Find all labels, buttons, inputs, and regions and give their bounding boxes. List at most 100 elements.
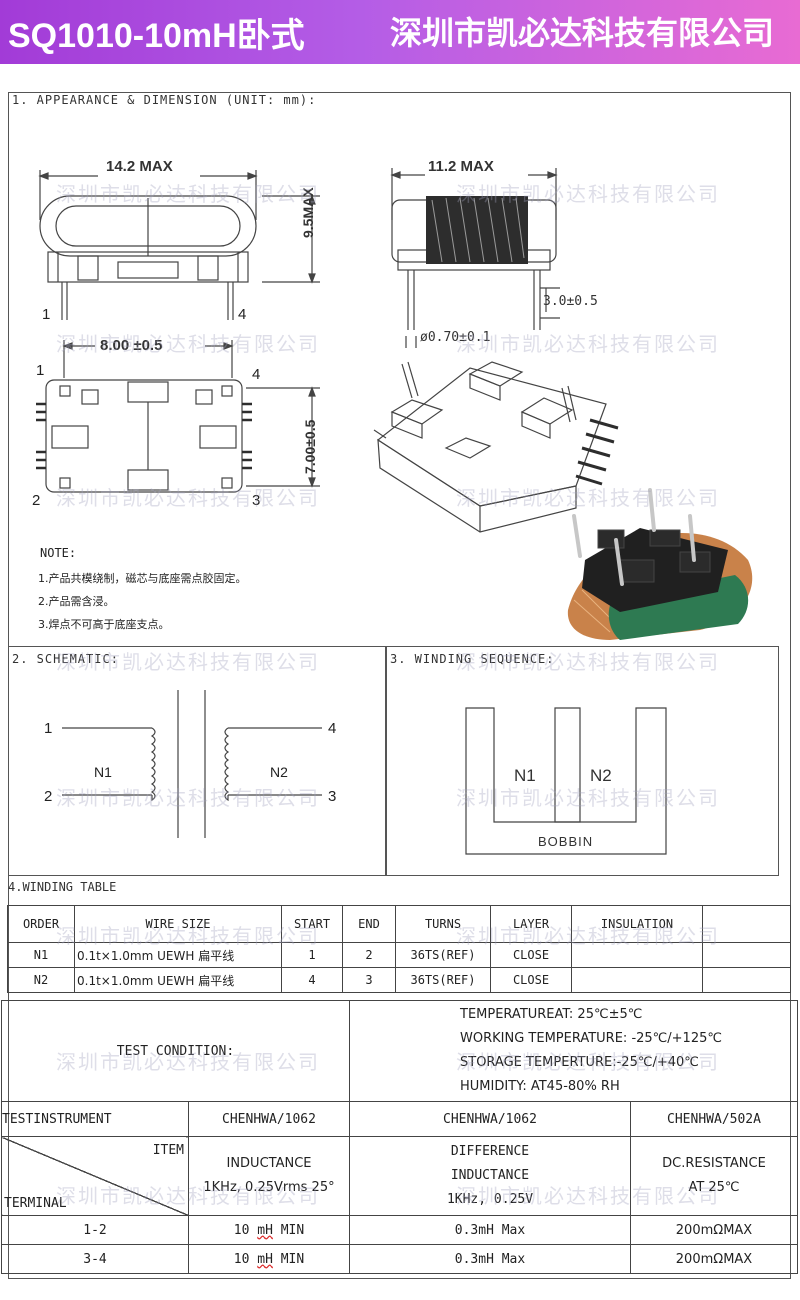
test-row: 1-2 10 mH MIN 0.3mH Max 200mΩMAX <box>1 1215 798 1245</box>
test-table: TEST CONDITION: TEMPERATUREAT: 25℃±5℃ WO… <box>1 1000 798 1274</box>
schematic-n1-label: N1 <box>94 764 112 780</box>
schematic-diagram <box>62 690 667 855</box>
header-cell <box>702 905 791 943</box>
terminal-cell: 3-4 <box>1 1244 189 1274</box>
section-appearance-title: 1. APPEARANCE & DIMENSION (UNIT: mm): <box>12 93 317 107</box>
header-cell: WIRE SIZE <box>74 905 282 943</box>
terminal-label: TERMINAL <box>4 1196 67 1211</box>
test-conditions: TEMPERATUREAT: 25℃±5℃ WORKING TEMPERATUR… <box>349 1000 798 1102</box>
product-title: SQ1010-10mH卧式 <box>8 17 305 55</box>
table-cell: N2 <box>7 967 75 993</box>
difference-cell: 0.3mH Max <box>349 1244 631 1274</box>
instrument-cell: CHENHWA/1062 <box>349 1101 631 1137</box>
table-row: N2 0.1t×1.0mm UEWH 扁平线 4 3 36TS(REF) CLO… <box>7 967 791 993</box>
inductance-value: 10 <box>233 1251 250 1267</box>
terminal-cell: 1-2 <box>1 1215 189 1245</box>
schematic-box <box>8 646 387 876</box>
table-row: N1 0.1t×1.0mm UEWH 扁平线 1 2 36TS(REF) CLO… <box>7 942 791 968</box>
header-cell: END <box>342 905 396 943</box>
table-cell: 36TS(REF) <box>395 942 491 968</box>
inductance-cell: 10 mH MIN <box>188 1244 350 1274</box>
winding-n1-label: N1 <box>514 766 536 785</box>
inductance-header: INDUCTANCE 1KHz, 0.25Vrms 25° <box>188 1136 350 1216</box>
item-row: ITEM TERMINAL INDUCTANCE 1KHz, 0.25Vrms … <box>1 1136 798 1216</box>
item-name: INDUCTANCE <box>450 1168 530 1183</box>
dim-depth-label: 11.2 MAX <box>428 158 494 175</box>
table-cell: 0.1t×1.0mm UEWH 扁平线 <box>74 967 282 993</box>
difference-header: DIFFERENCE INDUCTANCE 1KHz, 0.25V <box>349 1136 631 1216</box>
table-cell: 2 <box>342 942 396 968</box>
note-line: 3.焊点不可高于底座支点。 <box>38 618 170 631</box>
note-line: 2.产品需含浸。 <box>38 595 115 608</box>
table-cell <box>571 967 703 993</box>
header-cell: LAYER <box>490 905 572 943</box>
header-cell: INSULATION <box>571 905 703 943</box>
winding-sequence-box <box>385 646 779 876</box>
header-banner <box>0 0 800 64</box>
dim-pin-dia-label: ø0.70±0.1 <box>420 330 491 345</box>
instrument-cell: CHENHWA/1062 <box>188 1101 350 1137</box>
item-label: ITEM <box>152 1143 184 1158</box>
dimension-drawing <box>36 168 753 640</box>
bottom-pin-label: 2 <box>32 492 41 509</box>
bobbin-label: BOBBIN <box>538 834 594 849</box>
front-pin-label: 1 <box>42 306 51 323</box>
difference-cell: 0.3mH Max <box>349 1215 631 1245</box>
dim-pitch-y-label: 7.00±0.5 <box>302 419 318 474</box>
table-cell: 1 <box>281 942 343 968</box>
instrument-row: TESTINSTRUMENT CHENHWA/1062 CHENHWA/1062… <box>1 1101 798 1137</box>
item-condition: AT 25℃ <box>688 1180 740 1195</box>
section-winding-sequence-title: 3. WINDING SEQUENCE: <box>390 652 555 666</box>
table-cell: CLOSE <box>490 967 572 993</box>
item-name: DC.RESISTANCE <box>662 1156 766 1171</box>
bottom-pin-label: 3 <box>252 492 261 509</box>
condition-line: TEMPERATUREAT: 25℃±5℃ <box>460 1007 643 1022</box>
test-condition-row: TEST CONDITION: TEMPERATUREAT: 25℃±5℃ WO… <box>1 1000 798 1102</box>
schematic-pin-label: 3 <box>328 788 337 805</box>
inductance-unit: mH <box>257 1251 273 1267</box>
table-cell <box>702 942 791 968</box>
inductance-limit: MIN <box>280 1222 305 1238</box>
table-cell: N1 <box>7 942 75 968</box>
condition-line: STORAGE TEMPERTURE:-25℃/+40℃ <box>460 1055 699 1070</box>
dim-pitch-x-label: 8.00 ±0.5 <box>100 337 163 354</box>
item-condition: 1KHz, 0.25Vrms 25° <box>203 1180 335 1195</box>
dim-width-label: 14.2 MAX <box>106 158 173 175</box>
dcr-cell: 200mΩMAX <box>630 1215 798 1245</box>
instrument-cell: CHENHWA/502A <box>630 1101 798 1137</box>
section-winding-table-title: 4.WINDING TABLE <box>8 880 117 894</box>
company-name: 深圳市凯必达科技有限公司 <box>389 14 774 52</box>
test-condition-label: TEST CONDITION: <box>1 1000 350 1102</box>
front-pin-label: 4 <box>238 306 247 323</box>
table-cell: 0.1t×1.0mm UEWH 扁平线 <box>74 942 282 968</box>
winding-table: ORDER WIRE SIZE START END TURNS LAYER IN… <box>7 905 791 993</box>
bottom-pin-label: 1 <box>36 362 45 379</box>
inductance-value: 10 <box>233 1222 250 1238</box>
table-header-row: ORDER WIRE SIZE START END TURNS LAYER IN… <box>7 905 791 943</box>
item-name: DIFFERENCE <box>450 1144 530 1159</box>
table-cell: CLOSE <box>490 942 572 968</box>
table-cell: 4 <box>281 967 343 993</box>
schematic-n2-label: N2 <box>270 764 288 780</box>
schematic-pin-label: 2 <box>44 788 53 805</box>
header-cell: START <box>281 905 343 943</box>
dcr-header: DC.RESISTANCE AT 25℃ <box>630 1136 798 1216</box>
header-cell: TURNS <box>395 905 491 943</box>
table-cell: 36TS(REF) <box>395 967 491 993</box>
inductance-unit: mH <box>257 1222 273 1238</box>
item-terminal-diagonal-cell: ITEM TERMINAL <box>1 1136 189 1216</box>
item-name: INDUCTANCE <box>226 1156 312 1171</box>
winding-n2-label: N2 <box>590 766 612 785</box>
note-line: 1.产品共模绕制，磁芯与底座需点胶固定。 <box>38 572 247 585</box>
test-row: 3-4 10 mH MIN 0.3mH Max 200mΩMAX <box>1 1244 798 1274</box>
schematic-pin-label: 1 <box>44 720 53 737</box>
inductance-limit: MIN <box>280 1251 305 1267</box>
item-condition: 1KHz, 0.25V <box>446 1192 534 1207</box>
bottom-pin-label: 4 <box>252 366 261 383</box>
inductance-cell: 10 mH MIN <box>188 1215 350 1245</box>
section-schematic-title: 2. SCHEMATIC: <box>12 652 119 666</box>
note-title: NOTE: <box>40 546 77 560</box>
header-cell: ORDER <box>7 905 75 943</box>
dim-height-label: 9.5MAX <box>300 187 316 238</box>
table-cell: 3 <box>342 967 396 993</box>
